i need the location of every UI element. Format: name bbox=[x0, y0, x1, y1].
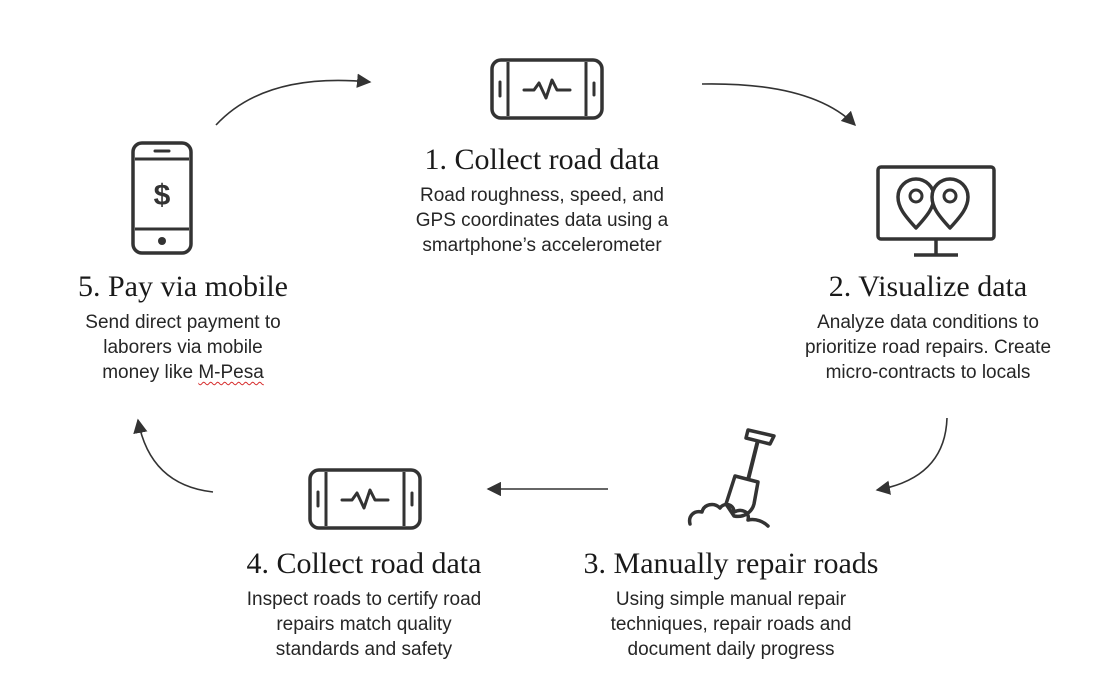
step-description: Road roughness, speed, and GPS coordinat… bbox=[370, 183, 714, 258]
description-line: document daily progress bbox=[627, 639, 835, 660]
phone-landscape-signal-icon bbox=[308, 468, 422, 530]
step-description: Send direct payment to laborers via mobi… bbox=[43, 310, 323, 385]
step-title: 2. Visualize data bbox=[828, 270, 1028, 303]
step-3: 3. Manually repair roads Using simple ma… bbox=[556, 547, 906, 662]
step-title: 1. Collect road data bbox=[424, 143, 660, 176]
description-line: micro-contracts to locals bbox=[825, 362, 1031, 383]
description-line: GPS coordinates data using a bbox=[415, 210, 669, 231]
step-description: Analyze data conditions to prioritize ro… bbox=[778, 310, 1078, 385]
step-title: 4. Collect road data bbox=[246, 547, 482, 580]
description-line: smartphone’s accelerometer bbox=[422, 235, 662, 256]
description-line: standards and safety bbox=[275, 639, 453, 660]
step-1: 1. Collect road data Road roughness, spe… bbox=[370, 143, 714, 258]
description-line: prioritize road repairs. Create bbox=[804, 337, 1052, 358]
step-5: 5. Pay via mobile Send direct payment to… bbox=[43, 270, 323, 385]
shovel-dirt-icon bbox=[687, 428, 776, 528]
description-line: techniques, repair roads and bbox=[610, 614, 852, 635]
phone-dollar-icon: $ bbox=[131, 141, 193, 255]
description-line: Send direct payment to bbox=[85, 312, 281, 333]
description-text: money like bbox=[102, 362, 194, 383]
phone-landscape-signal-icon bbox=[490, 58, 604, 120]
svg-text:$: $ bbox=[154, 179, 171, 212]
step-title: 3. Manually repair roads bbox=[583, 547, 879, 580]
description-line: Road roughness, speed, and bbox=[419, 185, 664, 206]
description-line: Inspect roads to certify road bbox=[246, 589, 482, 610]
step-description: Inspect roads to certify road repairs ma… bbox=[214, 587, 514, 662]
description-line: repairs match quality bbox=[276, 614, 452, 635]
step-4: 4. Collect road data Inspect roads to ce… bbox=[214, 547, 514, 662]
description-line: money like M-Pesa bbox=[43, 360, 323, 385]
arrow-5-to-1 bbox=[215, 73, 372, 126]
description-line: Using simple manual repair bbox=[615, 589, 847, 610]
arrow-1-to-2 bbox=[701, 83, 857, 127]
step-description: Using simple manual repair techniques, r… bbox=[556, 587, 906, 662]
description-line: laborers via mobile bbox=[103, 337, 263, 358]
description-line: Analyze data conditions to bbox=[817, 312, 1039, 333]
step-title: 5. Pay via mobile bbox=[78, 270, 288, 303]
monitor-map-pins-icon bbox=[876, 165, 996, 257]
arrow-4-to-5 bbox=[133, 418, 214, 493]
spellcheck-flagged-word: M-Pesa bbox=[198, 362, 264, 383]
step-2: 2. Visualize data Analyze data condition… bbox=[778, 270, 1078, 385]
arrow-2-to-3 bbox=[875, 417, 948, 495]
